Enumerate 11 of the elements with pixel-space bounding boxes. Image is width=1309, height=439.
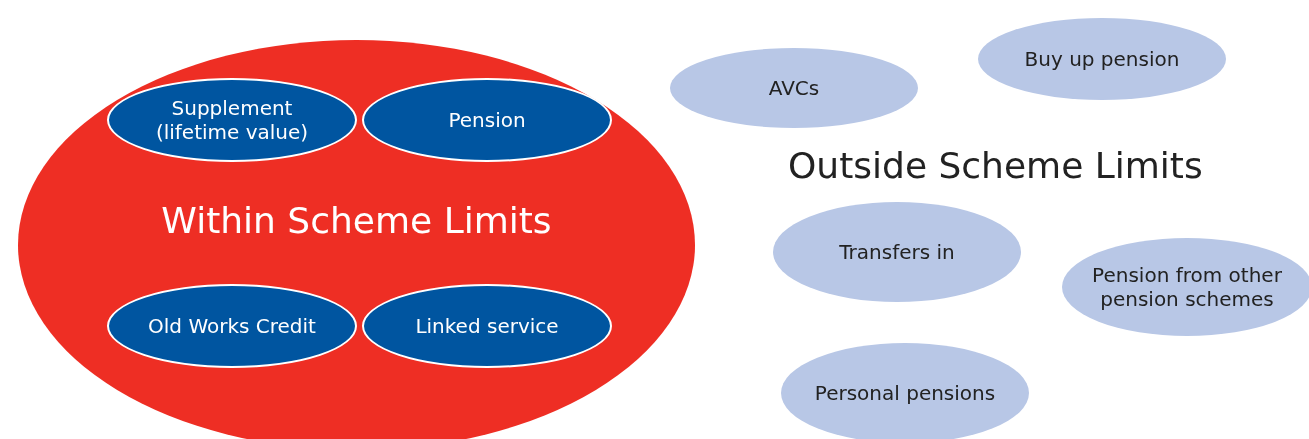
ellipse-label: Supplement (lifetime value) (154, 96, 310, 144)
ellipse-label: Pension (447, 108, 527, 132)
ellipse-label: Pension from other pension schemes (1091, 263, 1283, 311)
ellipse-label: Buy up pension (1023, 47, 1181, 71)
ellipse-label: AVCs (767, 76, 821, 100)
ellipse-label: Linked service (414, 314, 560, 338)
ellipse-label: Old Works Credit (147, 314, 317, 338)
ellipse-label: Within Scheme Limits (160, 199, 553, 241)
ellipse-label: Personal pensions (813, 381, 997, 405)
ellipse-label: Transfers in (838, 240, 956, 264)
heading: Outside Scheme Limits (788, 145, 1203, 186)
